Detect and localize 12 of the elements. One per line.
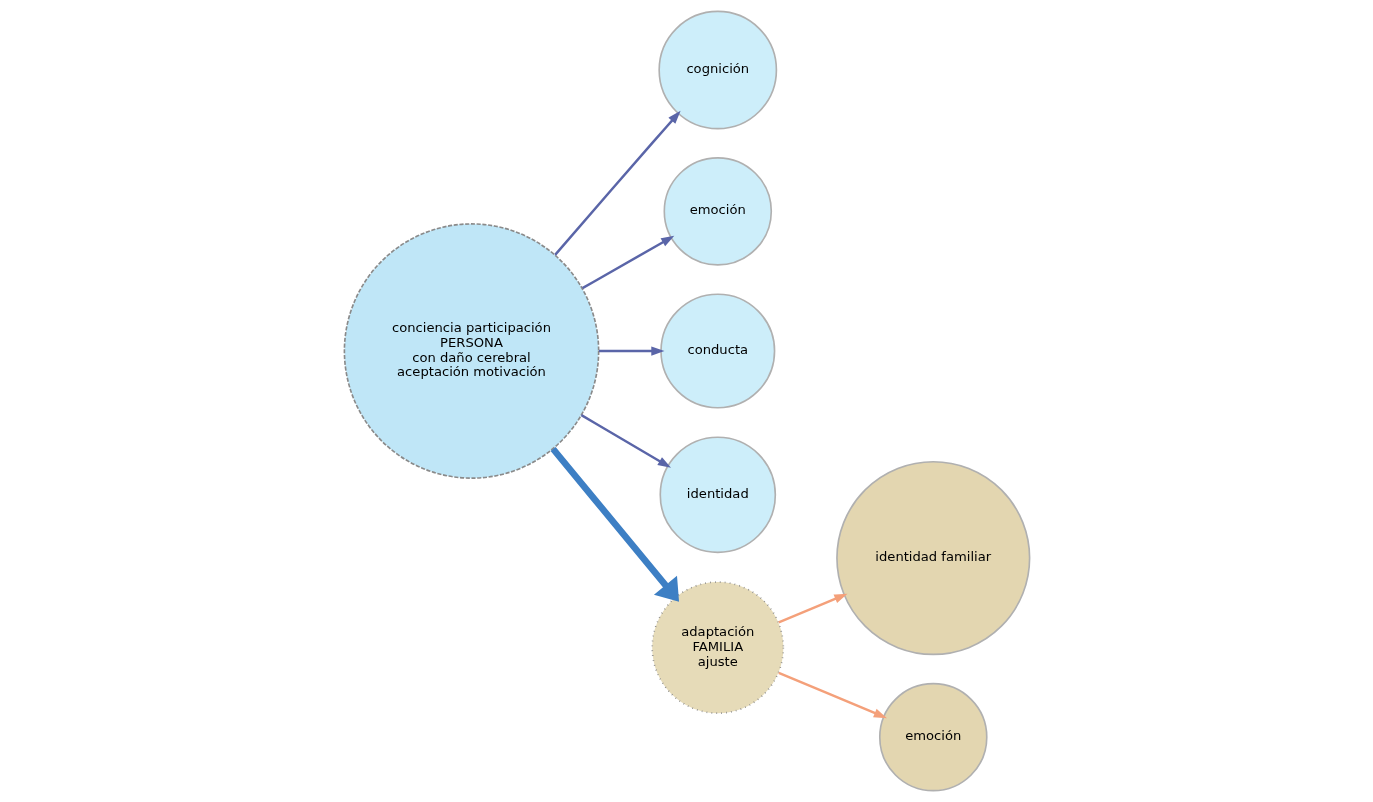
- node-circle: cognición: [657, 10, 777, 130]
- arrow: [581, 235, 674, 290]
- node-circle: conciencia participación PERSONA con daño cerebral aceptación motivación: [343, 223, 599, 479]
- arrow: [598, 346, 664, 356]
- node-circle: conducta: [659, 293, 775, 409]
- node-circle: emoción: [878, 682, 988, 792]
- arrow: [580, 414, 671, 468]
- arrow: [550, 446, 679, 602]
- arrow: [777, 593, 847, 624]
- arrow: [553, 110, 681, 256]
- arrow: [777, 671, 887, 719]
- node-circle: adaptación FAMILIA ajuste: [650, 581, 784, 715]
